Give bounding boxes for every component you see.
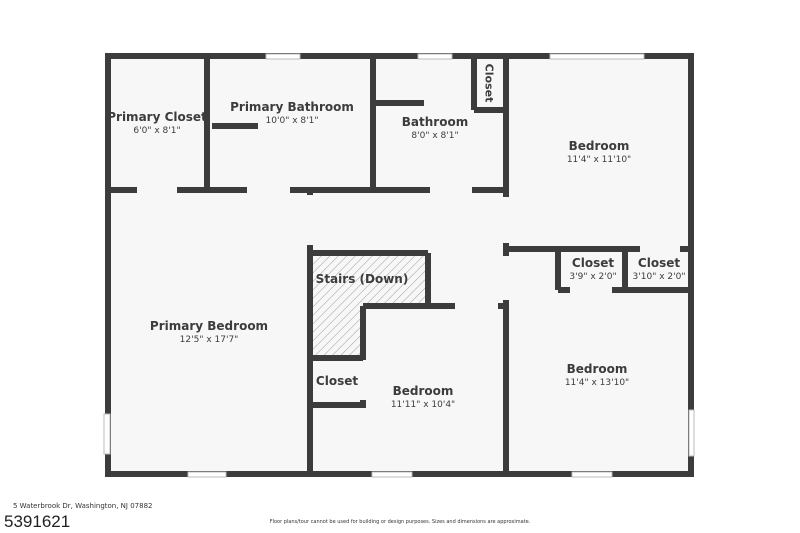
room-name: Primary Closet xyxy=(107,110,207,124)
room-name: Primary Bedroom xyxy=(149,319,269,333)
disclaimer: Floor plans/tour cannot be used for buil… xyxy=(269,519,531,525)
room-name: Primary Bathroom xyxy=(230,100,354,114)
room-bathroom: Bathroom 8'0" x 8'1" xyxy=(402,115,468,141)
room-bedroom-se: Bedroom 11'4" x 13'10" xyxy=(565,362,629,388)
room-name: Bedroom xyxy=(566,362,628,376)
room-closet-b: Closet 3'10" x 2'0" xyxy=(633,256,686,282)
address: 5 Waterbrook Dr, Washington, NJ 07882 xyxy=(13,502,153,510)
room-small-closet: Closet xyxy=(483,64,496,103)
stairs-hatch xyxy=(312,256,428,358)
room-dims: 8'0" x 8'1" xyxy=(411,131,459,141)
room-name: Bathroom xyxy=(401,115,469,129)
room-bedroom-s: Bedroom 11'11" x 10'4" xyxy=(391,384,455,410)
room-primary-bedroom: Primary Bedroom 12'5" x 17'7" xyxy=(150,319,268,345)
room-dims: 11'4" x 13'10" xyxy=(564,378,630,388)
room-dims: 3'9" x 2'0" xyxy=(569,272,617,282)
room-name: Closet xyxy=(637,256,681,270)
room-dims: 3'10" x 2'0" xyxy=(632,272,686,282)
room-name: Bedroom xyxy=(392,384,454,398)
listing-id: 5391621 xyxy=(4,512,71,531)
room-name: Stairs (Down) xyxy=(315,272,409,286)
room-primary-bathroom: Primary Bathroom 10'0" x 8'1" xyxy=(230,100,354,126)
room-stairs: Stairs (Down) xyxy=(316,272,409,286)
room-dims: 11'4" x 11'10" xyxy=(566,155,632,165)
room-dims: 6'0" x 8'1" xyxy=(133,126,181,136)
room-closet-a: Closet 3'9" x 2'0" xyxy=(569,256,616,282)
room-name: Closet xyxy=(571,256,615,270)
room-dims: 12'5" x 17'7" xyxy=(179,335,239,345)
room-name: Closet xyxy=(315,374,359,388)
windows xyxy=(103,53,695,478)
room-name: Bedroom xyxy=(568,139,630,153)
room-primary-closet: Primary Closet 6'0" x 8'1" xyxy=(107,110,207,136)
room-closet-c: Closet xyxy=(316,374,358,388)
room-bedroom-ne: Bedroom 11'4" x 11'10" xyxy=(567,139,631,165)
room-dims: 10'0" x 8'1" xyxy=(265,116,319,126)
room-dims: 11'11" x 10'4" xyxy=(390,400,456,410)
room-name: Closet xyxy=(482,63,496,103)
